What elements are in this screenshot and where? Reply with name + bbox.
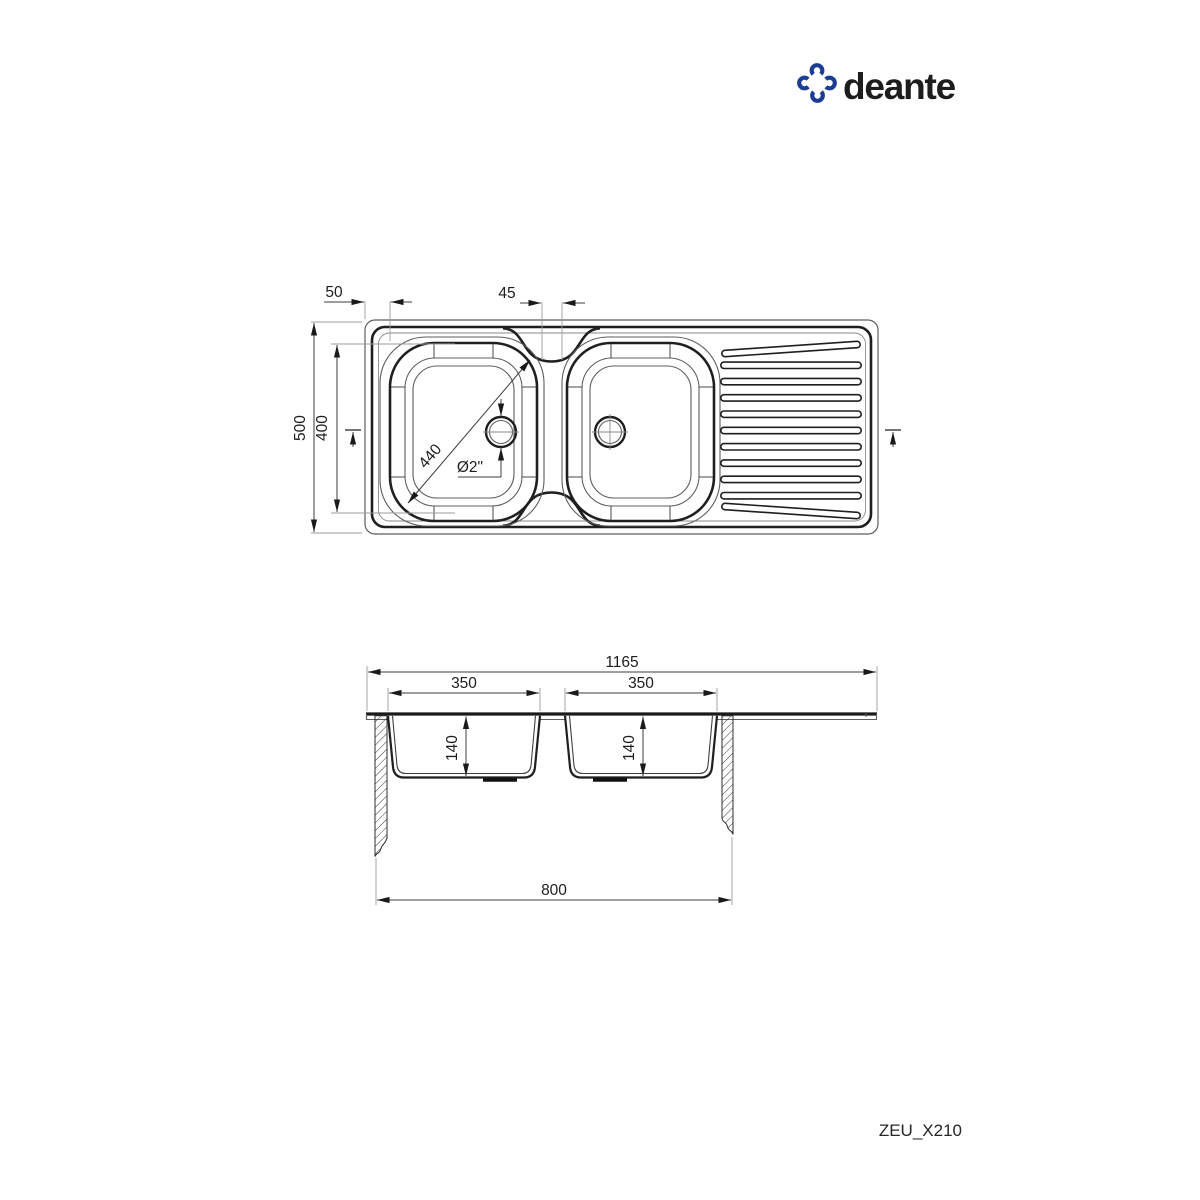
top-view: 50 45 500 400 [292, 284, 901, 535]
right-bowl-edge [565, 341, 716, 523]
dim-right-bowl-width: 350 [564, 675, 718, 711]
right-bowl-inner-contour [589, 365, 692, 499]
right-bowl-mid-contour [581, 357, 700, 507]
dim-right-bowl-width-label: 350 [628, 675, 654, 692]
sink-rim-bold [370, 325, 873, 529]
cabinet-wall-right [721, 715, 734, 835]
front-view: 1165 350 350 140 140 [365, 654, 878, 905]
dim-bowl-gap: 45 [498, 285, 585, 360]
left-bowl-top [379, 336, 545, 527]
sink-outer-edge [364, 319, 879, 535]
dim-right-bowl-depth-label: 140 [621, 735, 638, 761]
dim-mounting-width-label: 800 [541, 882, 567, 899]
dim-right-bowl-depth: 140 [621, 716, 647, 776]
brand-logo: deante [797, 63, 957, 107]
dim-mounting-width: 800 [375, 837, 733, 905]
centerline-marker-right [885, 429, 901, 447]
saddle-top [502, 327, 601, 363]
right-bowl-front [563, 715, 719, 782]
saddle-bottom [502, 491, 601, 527]
right-bowl-flange [561, 336, 721, 527]
dim-bowl-gap-label: 45 [498, 285, 515, 302]
left-bowl-front [386, 715, 542, 782]
left-bowl-edge [388, 341, 539, 523]
dim-bowl-length-label: 400 [314, 415, 331, 441]
dim-overall-width-label: 1165 [605, 654, 638, 671]
dim-left-bowl-width-label: 350 [451, 675, 477, 692]
left-bowl-flange [379, 336, 545, 527]
dim-rim-offset-label: 50 [325, 284, 343, 301]
dim-overall-depth: 500 [292, 321, 362, 534]
dim-overall-width: 1165 [366, 654, 878, 711]
dim-left-bowl-width: 350 [387, 675, 541, 711]
dim-rim-offset: 50 [324, 284, 412, 341]
right-bowl-top [561, 336, 721, 527]
dim-bowl-diagonal-label: 440 [416, 441, 446, 472]
right-bowl-corner-ticks [568, 344, 713, 520]
dim-drain-diameter-label: Ø2" [457, 459, 483, 476]
centerline-marker-left [345, 429, 361, 447]
dim-overall-depth-label: 500 [292, 415, 309, 441]
product-code: ZEU_X210 [879, 1121, 962, 1140]
dim-left-bowl-depth-label: 140 [444, 735, 461, 761]
deante-pinwheel-icon [797, 63, 837, 103]
brand-wordmark: deante [843, 66, 956, 107]
dim-drain-diameter: Ø2" [457, 399, 505, 478]
dim-left-bowl-depth: 140 [444, 716, 470, 776]
dim-bowl-diagonal: 440 [407, 359, 531, 504]
drainer-ribs [720, 340, 862, 520]
cabinet-wall-left [374, 715, 388, 857]
dim-bowl-length: 400 [314, 343, 455, 514]
